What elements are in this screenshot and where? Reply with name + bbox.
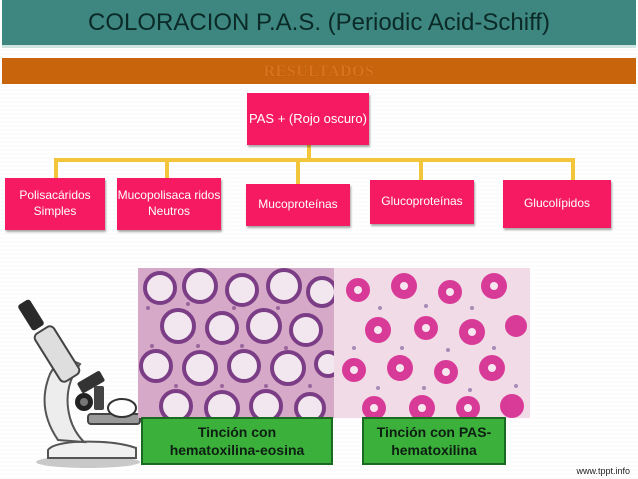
connector-horizontal (54, 158, 575, 162)
connector-drop-4 (419, 158, 423, 180)
diagram-node-polisacaridos: Polisacáridos Simples (5, 178, 105, 230)
diagram-node-mucopolisacaridos: Mucopolisaca ridos Neutros (117, 178, 221, 230)
diagram-node-glucolipidos: Glucolípidos (503, 180, 611, 228)
histology-image-pas (334, 268, 530, 418)
caption-pas: Tinción con PAS-hematoxilina (362, 417, 506, 465)
histology-image-he (138, 268, 334, 418)
page-title: COLORACION P.A.S. (Periodic Acid-Schiff) (2, 0, 636, 48)
connector-drop-1 (54, 158, 58, 178)
diagram-node-mucoproteinas: Mucoproteínas (246, 184, 350, 226)
connector-drop-5 (571, 158, 575, 180)
watermark: www.tppt.info (576, 466, 630, 476)
microscope-icon (18, 299, 141, 468)
diagram-node-glucoproteinas: Glucoproteínas (370, 180, 474, 224)
diagram-root-node: PAS + (Rojo oscuro) (247, 93, 369, 145)
section-subtitle: RESULTADOS (2, 58, 636, 84)
connector-root-stem (307, 145, 311, 160)
connector-drop-3 (296, 158, 300, 184)
connector-drop-2 (165, 158, 169, 178)
caption-he: Tinción con hematoxilina-eosina (141, 417, 333, 465)
